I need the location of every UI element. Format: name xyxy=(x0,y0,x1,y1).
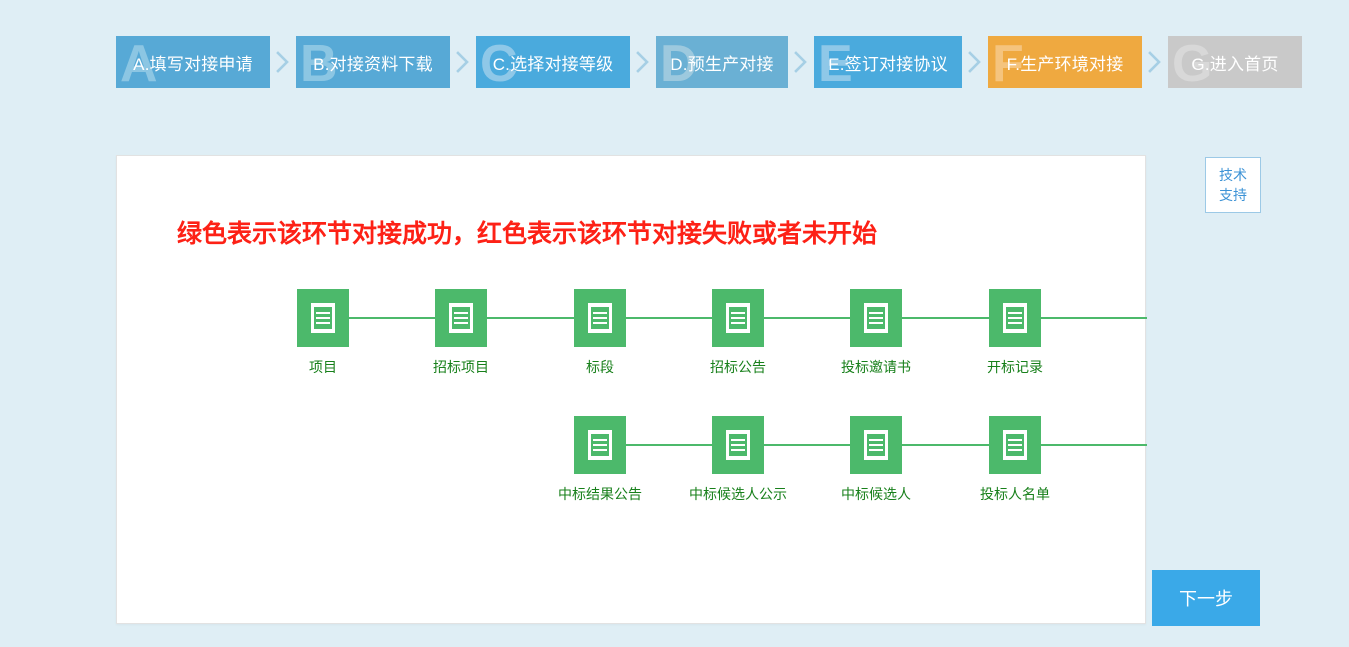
document-icon xyxy=(864,430,888,460)
flow-node-label: 招标项目 xyxy=(433,359,489,375)
next-step-button[interactable]: 下一步 xyxy=(1152,570,1260,626)
support-label-line1: 技术 xyxy=(1219,167,1247,183)
document-icon xyxy=(726,430,750,460)
chevron-right-icon xyxy=(630,36,656,88)
chevron-right-icon xyxy=(788,36,814,88)
flow-node[interactable] xyxy=(574,416,626,474)
status-legend-notice: 绿色表示该环节对接成功，红色表示该环节对接失败或者未开始 xyxy=(177,220,878,248)
flow-node[interactable] xyxy=(574,289,626,347)
document-icon xyxy=(588,303,612,333)
document-icon xyxy=(1003,303,1027,333)
chevron-right-icon xyxy=(962,36,988,88)
document-icon xyxy=(864,303,888,333)
main-panel: 绿色表示该环节对接成功，红色表示该环节对接失败或者未开始 项目 招标项目 标段 招标公… xyxy=(116,155,1147,625)
document-icon xyxy=(449,303,473,333)
document-icon xyxy=(1003,430,1027,460)
flow-node-label: 中标候选人 xyxy=(841,486,911,502)
document-icon xyxy=(588,430,612,460)
flow-node[interactable] xyxy=(712,416,764,474)
chevron-right-icon xyxy=(1142,36,1168,88)
flow-node[interactable] xyxy=(435,289,487,347)
step-label: C.选择对接等级 xyxy=(492,54,614,74)
flow-node[interactable] xyxy=(850,416,902,474)
document-icon xyxy=(311,303,335,333)
chevron-right-icon xyxy=(450,36,476,88)
flow-node[interactable] xyxy=(989,416,1041,474)
technical-support-button[interactable]: 技术 支持 xyxy=(1205,157,1261,213)
support-label-line2: 支持 xyxy=(1219,187,1247,203)
flow-connector-lines xyxy=(349,317,1147,446)
flow-node[interactable] xyxy=(712,289,764,347)
step-label: D.预生产对接 xyxy=(670,54,774,74)
flow-node-label: 投标人名单 xyxy=(980,486,1050,502)
flow-node[interactable] xyxy=(850,289,902,347)
flow-node-label: 招标公告 xyxy=(710,359,766,375)
step-label: E.签订对接协议 xyxy=(828,54,948,74)
flow-node-label: 标段 xyxy=(586,359,614,375)
chevron-right-icon xyxy=(270,36,296,88)
flow-node-label: 投标邀请书 xyxy=(841,359,911,375)
flow-node-label: 项目 xyxy=(309,359,337,375)
flow-node[interactable] xyxy=(989,289,1041,347)
document-icon xyxy=(726,303,750,333)
flow-node-label: 开标记录 xyxy=(987,359,1043,375)
flow-node-label: 中标结果公告 xyxy=(558,486,642,502)
step-label: F.生产环境对接 xyxy=(1006,54,1124,74)
flow-node[interactable] xyxy=(297,289,349,347)
integration-flow-diagram: 项目 招标项目 标段 招标公告 投标邀请书 开标记录中标结果公告 中标候选人公示 中标候选人 投… xyxy=(117,156,1147,625)
step-label: G.进入首页 xyxy=(1191,54,1279,74)
step-label: B.对接资料下载 xyxy=(313,54,433,74)
flow-node-label: 中标候选人公示 xyxy=(689,486,787,502)
step-label: A.填写对接申请 xyxy=(133,54,253,74)
